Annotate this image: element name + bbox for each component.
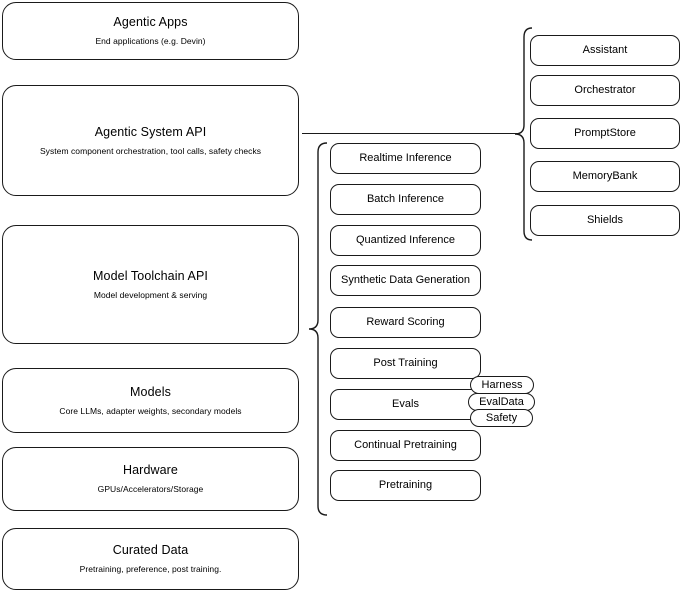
layer-subtitle: Model development & serving	[93, 289, 208, 300]
layer-box-models[interactable]: Models Core LLMs, adapter weights, secon…	[2, 368, 299, 433]
layer-box-agentic-apps[interactable]: Agentic Apps End applications (e.g. Devi…	[2, 2, 299, 60]
layer-subtitle: End applications (e.g. Devin)	[95, 36, 206, 46]
layer-box-curated-data[interactable]: Curated Data Pretraining, preference, po…	[2, 528, 299, 590]
eval-pill-label: EvalData	[479, 396, 524, 408]
layer-title: Hardware	[123, 463, 178, 478]
component-label: Shields	[586, 213, 624, 226]
layer-box-model-toolchain-api[interactable]: Model Toolchain API Model development & …	[2, 225, 299, 344]
component-box-shields[interactable]: Shields	[530, 205, 680, 236]
layer-title: Agentic Apps	[113, 15, 188, 30]
component-box-orchestrator[interactable]: Orchestrator	[530, 75, 680, 106]
capability-label: Synthetic Data Generation	[340, 273, 471, 286]
brace-system-components	[512, 27, 534, 241]
layer-subtitle: Core LLMs, adapter weights, secondary mo…	[59, 405, 242, 416]
capability-box-realtime-inference[interactable]: Realtime Inference	[330, 143, 481, 174]
capability-label: Pretraining	[378, 478, 433, 491]
layer-subtitle: System component orchestration, tool cal…	[39, 145, 262, 156]
capability-box-pretraining[interactable]: Pretraining	[330, 470, 481, 501]
connector-system-api-to-components	[302, 133, 518, 134]
layer-subtitle: Pretraining, preference, post training.	[79, 564, 222, 574]
capability-label: Realtime Inference	[359, 151, 452, 164]
eval-pill-harness[interactable]: Harness	[470, 376, 534, 394]
eval-pill-safety[interactable]: Safety	[470, 409, 533, 427]
capability-box-post-training[interactable]: Post Training	[330, 348, 481, 379]
layer-box-hardware[interactable]: Hardware GPUs/Accelerators/Storage	[2, 447, 299, 511]
layer-subtitle: GPUs/Accelerators/Storage	[97, 484, 204, 494]
layer-box-agentic-system-api[interactable]: Agentic System API System component orch…	[2, 85, 299, 196]
capability-box-continual-pretraining[interactable]: Continual Pretraining	[330, 430, 481, 461]
capability-label: Quantized Inference	[355, 233, 456, 246]
component-box-memorybank[interactable]: MemoryBank	[530, 161, 680, 192]
eval-pill-evaldata[interactable]: EvalData	[468, 393, 535, 411]
capability-box-batch-inference[interactable]: Batch Inference	[330, 184, 481, 215]
capability-label: Post Training	[373, 356, 438, 369]
eval-pill-label: Safety	[485, 412, 518, 424]
capability-box-reward-scoring[interactable]: Reward Scoring	[330, 307, 481, 338]
component-box-promptstore[interactable]: PromptStore	[530, 118, 680, 149]
capability-label: Continual Pretraining	[354, 438, 457, 451]
component-label: MemoryBank	[572, 169, 638, 182]
capability-label: Batch Inference	[366, 192, 445, 205]
layer-title: Curated Data	[112, 543, 189, 558]
capability-label: Evals	[392, 397, 419, 410]
layer-title: Models	[130, 384, 171, 399]
component-label: Assistant	[582, 43, 628, 56]
capability-box-evals[interactable]: Evals	[330, 389, 481, 420]
component-box-assistant[interactable]: Assistant	[530, 35, 680, 66]
capability-box-quantized-inference[interactable]: Quantized Inference	[330, 225, 481, 256]
layer-title: Agentic System API	[94, 124, 207, 139]
capability-box-synthetic-data-generation[interactable]: Synthetic Data Generation	[330, 265, 481, 296]
capability-label: Reward Scoring	[366, 315, 445, 328]
component-label: Orchestrator	[574, 83, 636, 96]
brace-toolchain-capabilities	[303, 142, 329, 516]
eval-pill-label: Harness	[481, 379, 523, 391]
component-label: PromptStore	[574, 126, 636, 139]
layer-title: Model Toolchain API	[93, 268, 208, 283]
